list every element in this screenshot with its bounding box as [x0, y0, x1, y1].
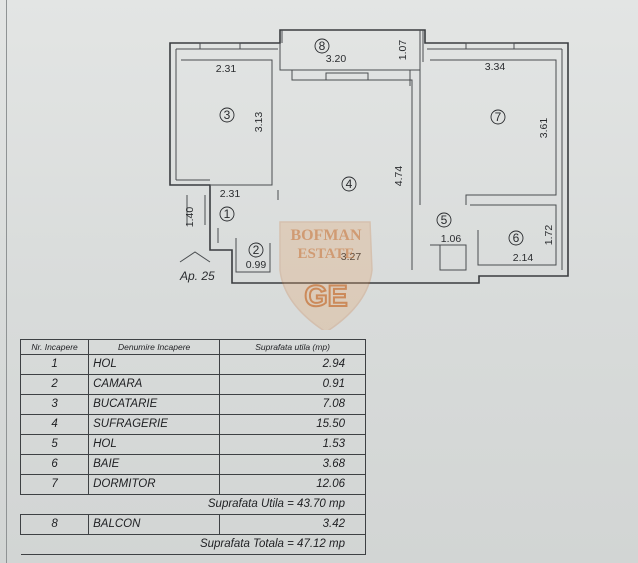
- room-number-1: 1: [219, 206, 235, 222]
- watermark-monogram: GE: [304, 280, 347, 313]
- dim-bath-width: 2.14: [513, 252, 534, 264]
- header-room-number: Nr. Incapere: [19, 339, 90, 355]
- dim-balcony-depth: 1.07: [397, 40, 409, 61]
- dim-hall-width: 2.31: [220, 188, 241, 200]
- row-area: 3.68: [219, 454, 366, 475]
- room-number-2: 2: [248, 242, 264, 258]
- dim-bedroom-depth: 3.61: [538, 118, 550, 139]
- room-number-5-text: 5: [441, 213, 448, 227]
- row-area: 12.06: [219, 474, 366, 495]
- header-room-name: Denumire Incapere: [88, 339, 221, 355]
- dim-hall-depth: 1.40: [184, 207, 196, 228]
- interior-walls: [179, 30, 557, 273]
- dim-pantry-width: 0.99: [246, 259, 267, 271]
- watermark-line2: ESTATE: [298, 246, 355, 262]
- room-number-6: 6: [508, 230, 524, 246]
- outer-walls: [169, 29, 569, 284]
- room-number-3: 3: [219, 107, 235, 123]
- row-name: HOL: [88, 354, 221, 375]
- row-nr: 3: [19, 394, 90, 415]
- room-number-7-text: 7: [495, 110, 502, 124]
- table-row: 4 SUFRAGERIE 15.50: [19, 414, 366, 435]
- table-row: 5 HOL 1.53: [19, 434, 366, 455]
- table-row: 6 BAIE 3.68: [19, 454, 366, 475]
- row-area: 15.50: [219, 414, 366, 435]
- table-row: 2 CAMARA 0.91: [19, 374, 366, 395]
- dim-bath-depth: 1.72: [543, 225, 555, 246]
- row-nr: 1: [19, 354, 90, 375]
- row-area: 7.08: [219, 394, 366, 415]
- row-area: 3.42: [219, 514, 366, 535]
- row-nr: 8: [19, 514, 90, 535]
- dim-balcony-width: 3.20: [326, 53, 347, 65]
- useful-total-row: Suprafata Utila = 43.70 mp: [20, 494, 366, 515]
- table-row: 1 HOL 2.94: [19, 354, 366, 375]
- room-number-4-text: 4: [346, 177, 353, 191]
- row-name: BAIE: [88, 454, 221, 475]
- apartment-label: Ap. 25: [179, 269, 215, 283]
- room-area-table: Nr. Incapere Denumire Incapere Suprafata…: [19, 339, 366, 555]
- row-nr: 6: [19, 454, 90, 475]
- grand-total-row: Suprafata Totala = 47.12 mp: [20, 534, 366, 555]
- row-area: 2.94: [219, 354, 366, 375]
- room-number-7: 7: [490, 109, 506, 125]
- room-number-3-text: 3: [224, 108, 231, 122]
- header-useful-area: Suprafata utila (mp): [219, 339, 366, 355]
- row-nr: 2: [19, 374, 90, 395]
- room-number-5: 5: [436, 212, 452, 228]
- dim-kitchen-width: 2.31: [216, 63, 237, 75]
- room-number-4: 4: [341, 176, 357, 192]
- row-nr: 7: [19, 474, 90, 495]
- row-name: HOL: [88, 434, 221, 455]
- table-row: 3 BUCATARIE 7.08: [19, 394, 366, 415]
- room-number-2-text: 2: [253, 243, 260, 257]
- grand-total: Suprafata Totala = 47.12 mp: [20, 534, 366, 555]
- table-header-row: Nr. Incapere Denumire Incapere Suprafata…: [19, 339, 366, 355]
- row-name: BALCON: [88, 514, 221, 535]
- dim-living-width: 3.27: [341, 251, 362, 263]
- watermark-line1: BOFMAN: [290, 227, 362, 244]
- page-margin-line: [6, 0, 7, 563]
- room-number-8: 8: [314, 38, 330, 54]
- table-row: 7 DORMITOR 12.06: [19, 474, 366, 495]
- row-name: DORMITOR: [88, 474, 221, 495]
- row-name: SUFRAGERIE: [88, 414, 221, 435]
- room-number-6-text: 6: [513, 231, 520, 245]
- dim-bedroom-width: 3.34: [485, 61, 506, 73]
- row-name: CAMARA: [88, 374, 221, 395]
- row-area: 0.91: [219, 374, 366, 395]
- floor-plan: 8 3 7 4 1 5 6 2 3.20: [169, 29, 569, 330]
- useful-total: Suprafata Utila = 43.70 mp: [20, 494, 366, 515]
- row-nr: 5: [19, 434, 90, 455]
- room-number-8-text: 8: [319, 39, 326, 53]
- dim-living-depth: 4.74: [393, 166, 405, 187]
- row-nr: 4: [19, 414, 90, 435]
- dim-hall2-width: 1.06: [441, 233, 462, 245]
- room-number-1-text: 1: [224, 207, 231, 221]
- row-name: BUCATARIE: [88, 394, 221, 415]
- row-area: 1.53: [219, 434, 366, 455]
- dim-kitchen-depth: 3.13: [253, 112, 265, 133]
- table-row-balcony: 8 BALCON 3.42: [19, 514, 366, 535]
- watermark-logo: BOFMAN ESTATE GE: [279, 221, 373, 330]
